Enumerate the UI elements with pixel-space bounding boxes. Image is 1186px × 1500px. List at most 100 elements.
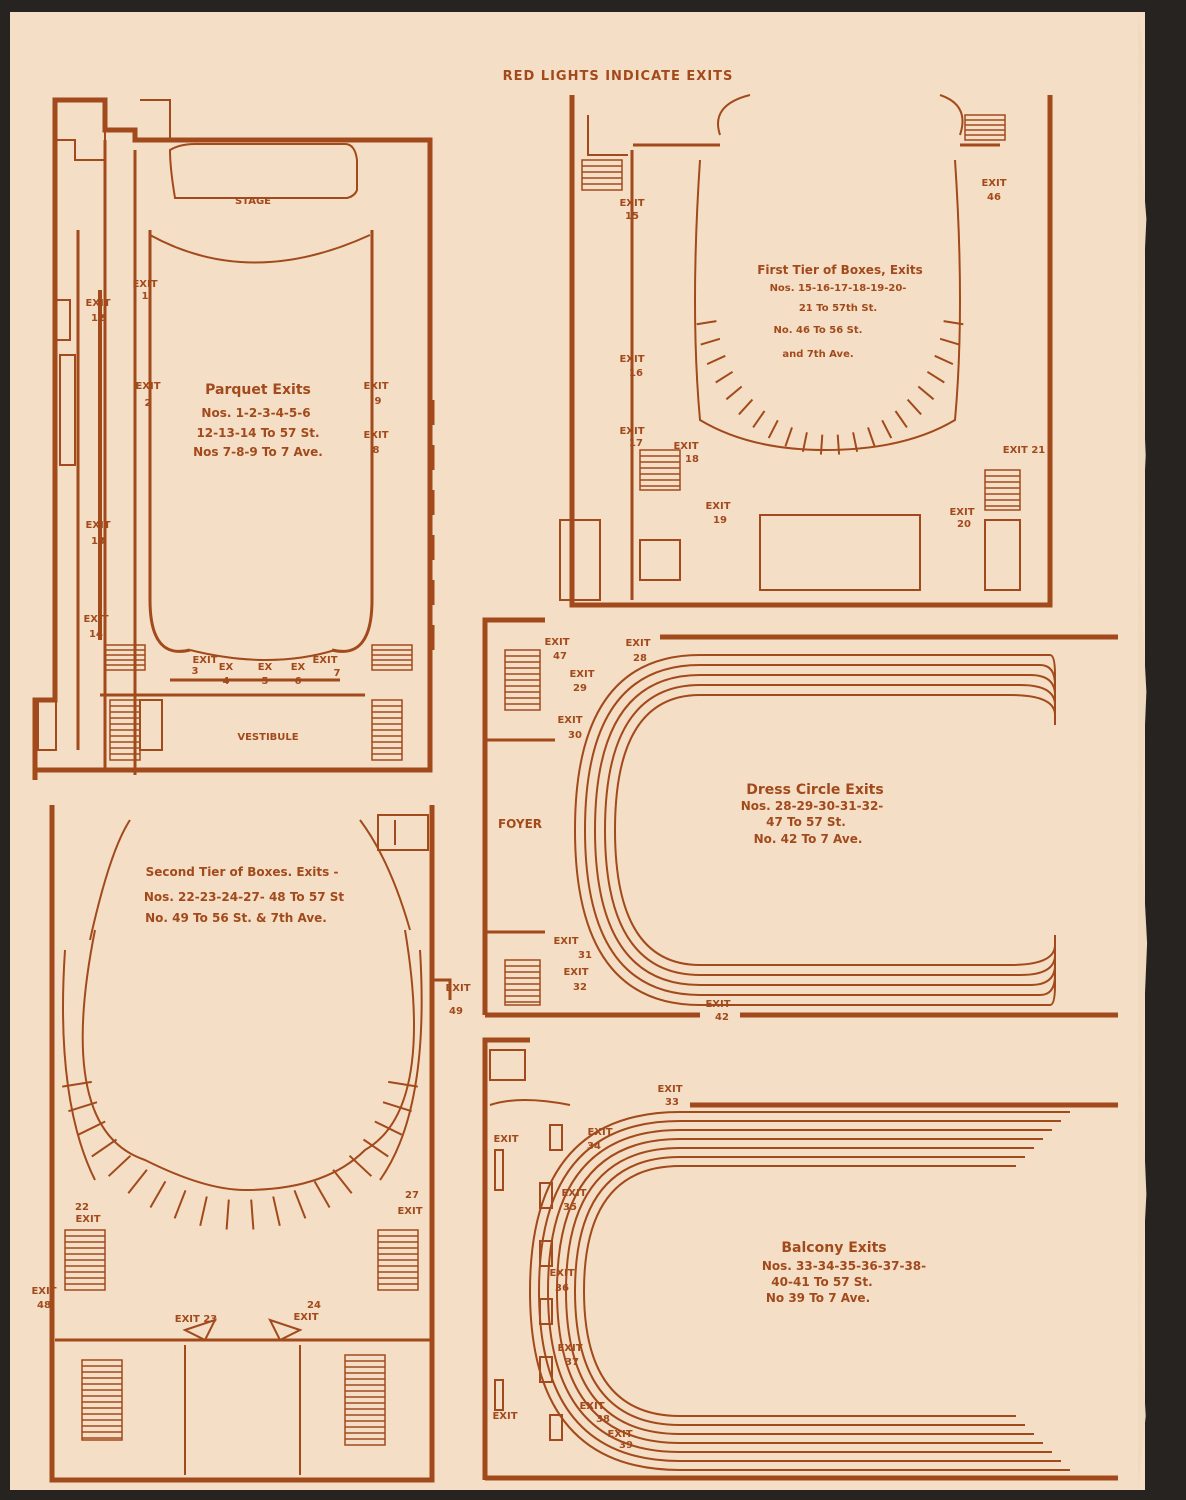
svg-text:8: 8 [373,445,380,456]
balcony-line-2: 40-41 To 57 St. [771,1275,872,1289]
box-partition-10 [819,434,824,455]
svg-text:46: 46 [987,192,1001,203]
svg-text:47: 47 [553,651,567,662]
svg-text:EXIT: EXIT [569,669,594,680]
box-partition-17 [917,385,935,401]
box-partition-12 [852,432,859,453]
svg-text:EX: EX [219,662,234,673]
box-partition-11 [836,434,841,455]
plan-walls [32,95,1118,1483]
parquet-stair-vestibule-right [371,699,403,761]
second-box-10 [250,1199,255,1230]
parquet-stair-right [371,644,413,671]
balcony-line-3: No 39 To 7 Ave. [766,1291,870,1305]
dress-row-end-bottom-1 [1039,965,1056,996]
svg-text:EXIT: EXIT [553,936,578,947]
second-box-12 [293,1190,307,1219]
stage-label: STAGE [235,196,271,207]
dress-row-end-bottom-3 [1019,945,1056,976]
balcony-row-6 [582,1165,1016,1417]
second-tier-outer-curve [62,949,423,1181]
box-partition-18 [926,370,945,384]
parquet-title: Parquet Exits [205,382,311,398]
dress-circle-row-4 [613,694,1010,966]
box-partition-13 [867,427,876,447]
parquet-stair-vestibule-left [109,699,141,761]
balcony-title: Balcony Exits [781,1240,886,1256]
second-box-1 [68,1101,98,1113]
svg-text:27: 27 [405,1190,419,1201]
box-partition-8 [784,427,793,447]
dress-row-end-bottom-4 [1009,935,1056,966]
svg-text:EXIT: EXIT [619,426,644,437]
foyer-label: FOYER [498,817,542,831]
second-box-11 [272,1196,281,1227]
svg-text:EXIT: EXIT [85,520,110,531]
svg-text:EXIT: EXIT [587,1127,612,1138]
first-tier-stair-right [984,469,1021,511]
second-tier-exit-23: EXIT 23 [175,1314,218,1325]
balcony-box-1 [539,1182,553,1209]
torn-page-edge [1138,12,1148,1490]
second-tier-outer-wall [49,805,435,1483]
second-box-2 [77,1120,106,1136]
box-partition-4 [725,385,743,401]
svg-text:EXIT: EXIT [135,381,160,392]
second-tier-box-curve [81,929,415,1192]
box-partition-1 [700,337,721,346]
first-tier-stair-left [639,449,681,491]
first-tier-line-4: and 7th Ave. [782,349,853,360]
first-tier-box-curve [694,159,961,452]
svg-text:EX: EX [291,662,306,673]
svg-text:EX: EX [258,662,273,673]
second-box-16 [362,1138,389,1158]
svg-text:3: 3 [192,666,199,677]
box-partition-16 [906,398,922,416]
first-tier-rooms [559,519,1021,601]
svg-text:29: 29 [573,683,587,694]
second-tier-stair-right [377,1229,419,1291]
second-box-0 [62,1080,92,1088]
svg-text:18: 18 [685,454,699,465]
box-partition-14 [881,419,893,439]
dress-row-end-top-2 [1029,674,1056,705]
svg-text:24: 24 [307,1300,321,1311]
dress-row-end-bottom-2 [1029,955,1056,986]
svg-text:42: 42 [715,1012,729,1023]
parquet-rooms [139,99,171,751]
svg-text:EXIT: EXIT [31,1286,56,1297]
svg-text:1: 1 [142,291,149,302]
second-box-9 [225,1199,230,1230]
plan-details [37,94,1070,1475]
svg-text:15: 15 [625,211,639,222]
parquet-corner-room [54,99,106,161]
svg-text:32: 32 [573,982,587,993]
svg-text:22: 22 [75,1202,89,1213]
box-partition-20 [939,337,960,346]
parquet-line-3: Nos 7-8-9 To 7 Ave. [193,445,323,459]
svg-text:EXIT: EXIT [293,1312,318,1323]
dress-circle-line-3: No. 42 To 7 Ave. [754,832,863,846]
parquet-exit-6: EX6 [291,662,306,687]
second-tier-line-2: No. 49 To 56 St. & 7th Ave. [145,911,327,925]
svg-text:EXIT: EXIT [83,614,108,625]
svg-text:17: 17 [629,438,643,449]
dress-circle-row-0 [573,654,1050,1006]
parquet-cross-aisle [100,678,365,697]
svg-text:EXIT: EXIT [949,507,974,518]
svg-text:EXIT: EXIT [445,983,470,994]
dress-circle-exit-29: EXIT 29 [569,669,594,694]
